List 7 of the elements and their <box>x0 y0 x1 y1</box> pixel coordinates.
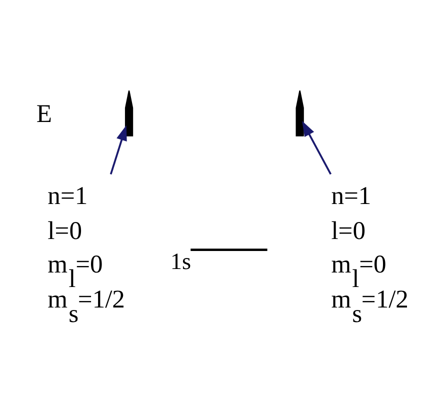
arrow <box>110 124 127 174</box>
node-bar <box>190 248 268 250</box>
arrow <box>302 120 332 174</box>
node-label: 1s <box>170 248 192 274</box>
node-arrow <box>296 90 304 136</box>
label: E <box>36 98 52 128</box>
node-arrow <box>124 90 134 136</box>
